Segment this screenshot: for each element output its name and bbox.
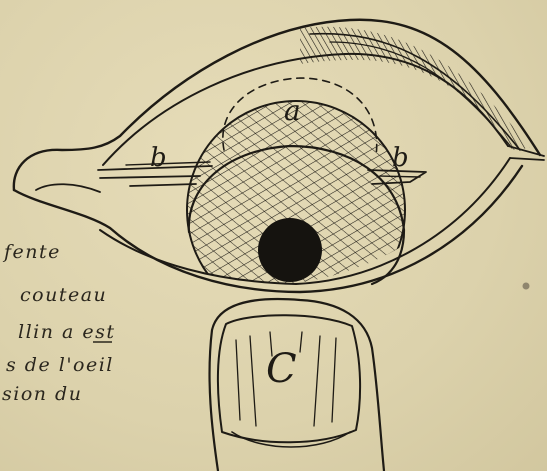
pupil — [258, 218, 322, 282]
label-finger: C — [266, 346, 297, 392]
label-lens: a — [284, 94, 301, 127]
finger — [210, 299, 384, 471]
caption-line-1: fente — [2, 241, 61, 263]
caption-line-4: s de l'oeil — [6, 354, 114, 376]
label-knife-right: b — [392, 143, 409, 173]
label-knife-left: b — [150, 143, 167, 173]
caption-text: fente couteau llin a est s de l'oeil sio… — [2, 241, 116, 405]
caption-line-3: llin a est — [18, 321, 116, 343]
caption-line-2: couteau — [20, 284, 107, 306]
caption-line-5: sion du — [2, 383, 82, 405]
